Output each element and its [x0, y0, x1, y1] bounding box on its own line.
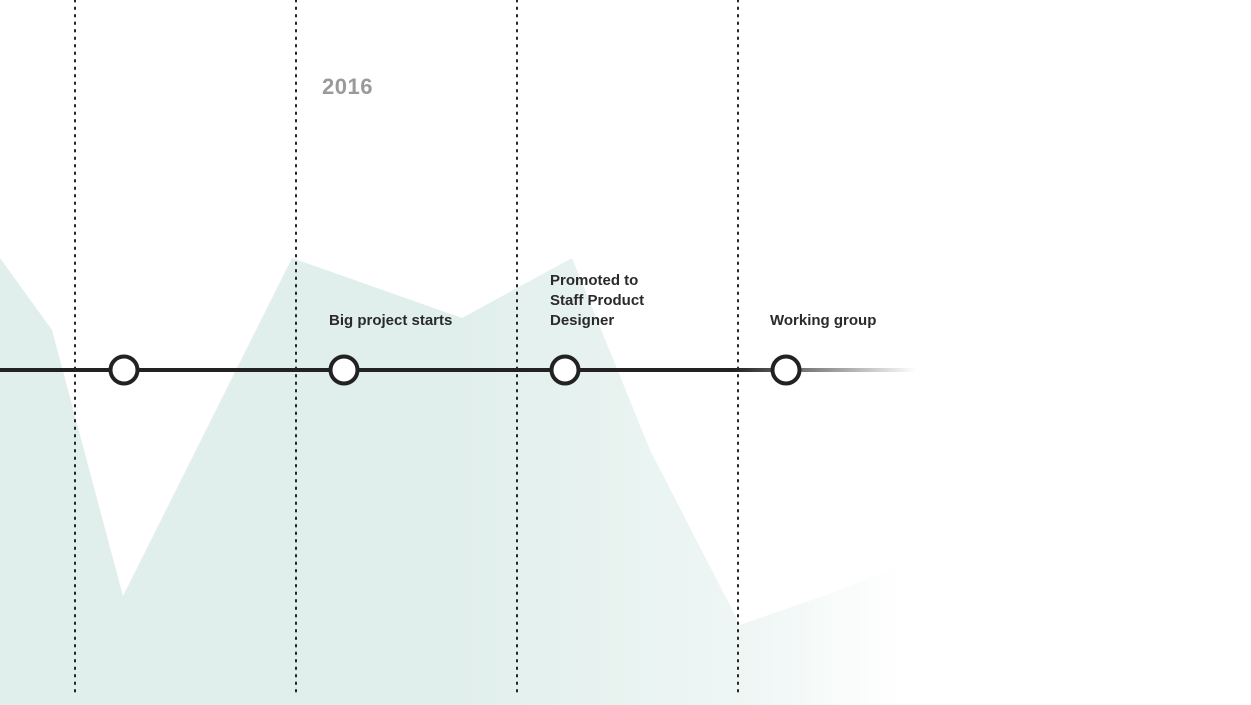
timeline-line	[0, 368, 916, 372]
timeline-marker[interactable]	[328, 354, 360, 386]
event-label-working-group: Working group	[770, 312, 877, 329]
event-label-big-project: Big project starts	[329, 312, 453, 329]
year-label: 2016	[322, 74, 373, 99]
timeline-marker[interactable]	[549, 354, 581, 386]
event-label-promotion: Promoted to Staff Product Designer	[550, 272, 645, 329]
timeline-marker[interactable]	[770, 354, 802, 386]
timeline-marker[interactable]	[108, 354, 140, 386]
